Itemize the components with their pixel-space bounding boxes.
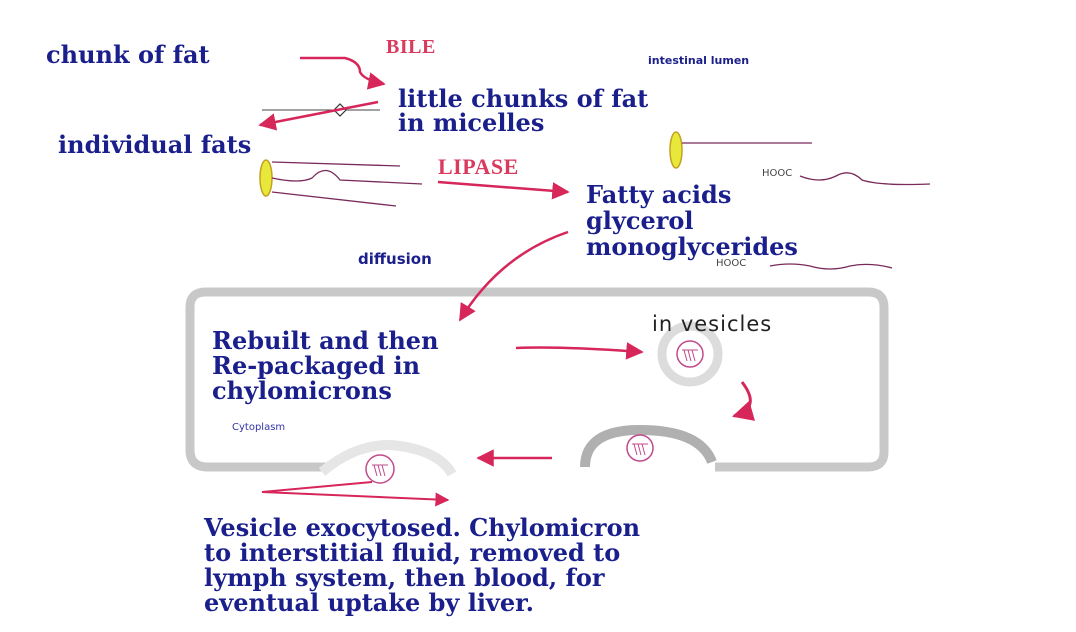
label-little-chunks-line1: little chunks of fat bbox=[398, 84, 649, 113]
arrow-vesicle-down bbox=[731, 381, 756, 421]
chylomicron-3 bbox=[365, 454, 395, 484]
label-individual-fats: individual fats bbox=[58, 130, 252, 159]
label-little-chunks-line2: in micelles bbox=[398, 108, 545, 137]
monoglyceride-molecule bbox=[669, 131, 812, 169]
chylomicron-1 bbox=[676, 340, 704, 368]
label-glycerol: glycerol bbox=[586, 206, 694, 235]
chylomicron-2 bbox=[626, 434, 654, 462]
arrow-lipase bbox=[437, 180, 570, 200]
label-lipase: LIPASE bbox=[438, 154, 519, 179]
arrow-exocytosis bbox=[261, 481, 450, 507]
label-exocytosis-line3: lymph system, then blood, for bbox=[204, 563, 605, 592]
label-exocytosis-line2: to interstitial fluid, removed to bbox=[204, 538, 621, 567]
exocytosis-bump bbox=[318, 440, 457, 477]
label-exocytosis-line4: eventual uptake by liver. bbox=[204, 588, 534, 617]
fusing-vesicle bbox=[580, 424, 717, 468]
label-fatty-acids: Fatty acids bbox=[586, 180, 732, 209]
label-bile: BILE bbox=[386, 36, 436, 58]
arrow-to-vesicle bbox=[515, 342, 644, 360]
label-in-vesicles: in vesicles bbox=[652, 312, 773, 336]
label-rebuilt-line2: Re-packaged in bbox=[212, 351, 421, 380]
label-monoglycerides: monoglycerides bbox=[586, 232, 798, 261]
label-rebuilt-line3: chylomicrons bbox=[212, 376, 392, 405]
label-hooc-top: HOOC bbox=[762, 168, 793, 179]
vesicle bbox=[657, 321, 723, 387]
label-chunk-of-fat: chunk of fat bbox=[46, 40, 210, 69]
label-hooc-bottom: HOOC bbox=[716, 258, 747, 269]
label-intestinal-lumen: intestinal lumen bbox=[648, 54, 750, 67]
cell-outline bbox=[185, 287, 889, 472]
label-diffusion: diffusion bbox=[358, 250, 432, 268]
label-exocytosis-line1: Vesicle exocytosed. Chylomicron bbox=[204, 513, 641, 542]
micelle-symbol bbox=[262, 103, 380, 117]
triglyceride-molecule bbox=[259, 159, 423, 207]
fatty-acid-chain-2 bbox=[769, 263, 893, 270]
arrow-chunk-to-little bbox=[300, 56, 386, 90]
fatty-acid-chain-1 bbox=[799, 172, 931, 186]
arrow-little-to-individual bbox=[258, 100, 379, 131]
label-cytoplasm: Cytoplasm bbox=[232, 422, 286, 433]
arrow-diffusion bbox=[458, 230, 569, 322]
label-rebuilt-line1: Rebuilt and then bbox=[212, 326, 439, 355]
